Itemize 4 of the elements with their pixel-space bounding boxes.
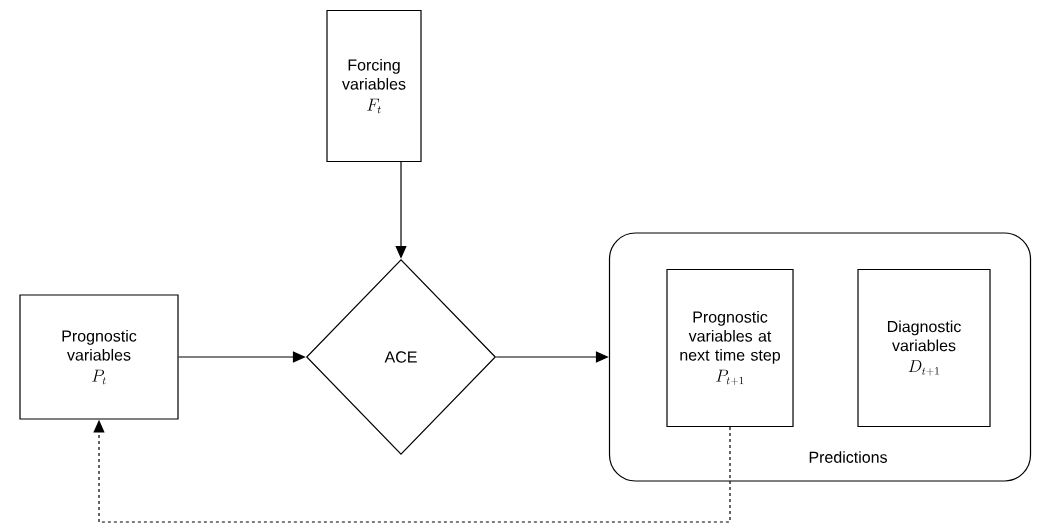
variable-box: Prognostic variables $P_t$ [19, 294, 179, 420]
variable-box: Prognostic variables at next time step $P_{t+1}$ [666, 268, 794, 428]
variable-box: Forcing variables $F_t$ [326, 9, 422, 163]
variable-box: Diagnostic variables $D_{t+1}$ [857, 268, 991, 428]
